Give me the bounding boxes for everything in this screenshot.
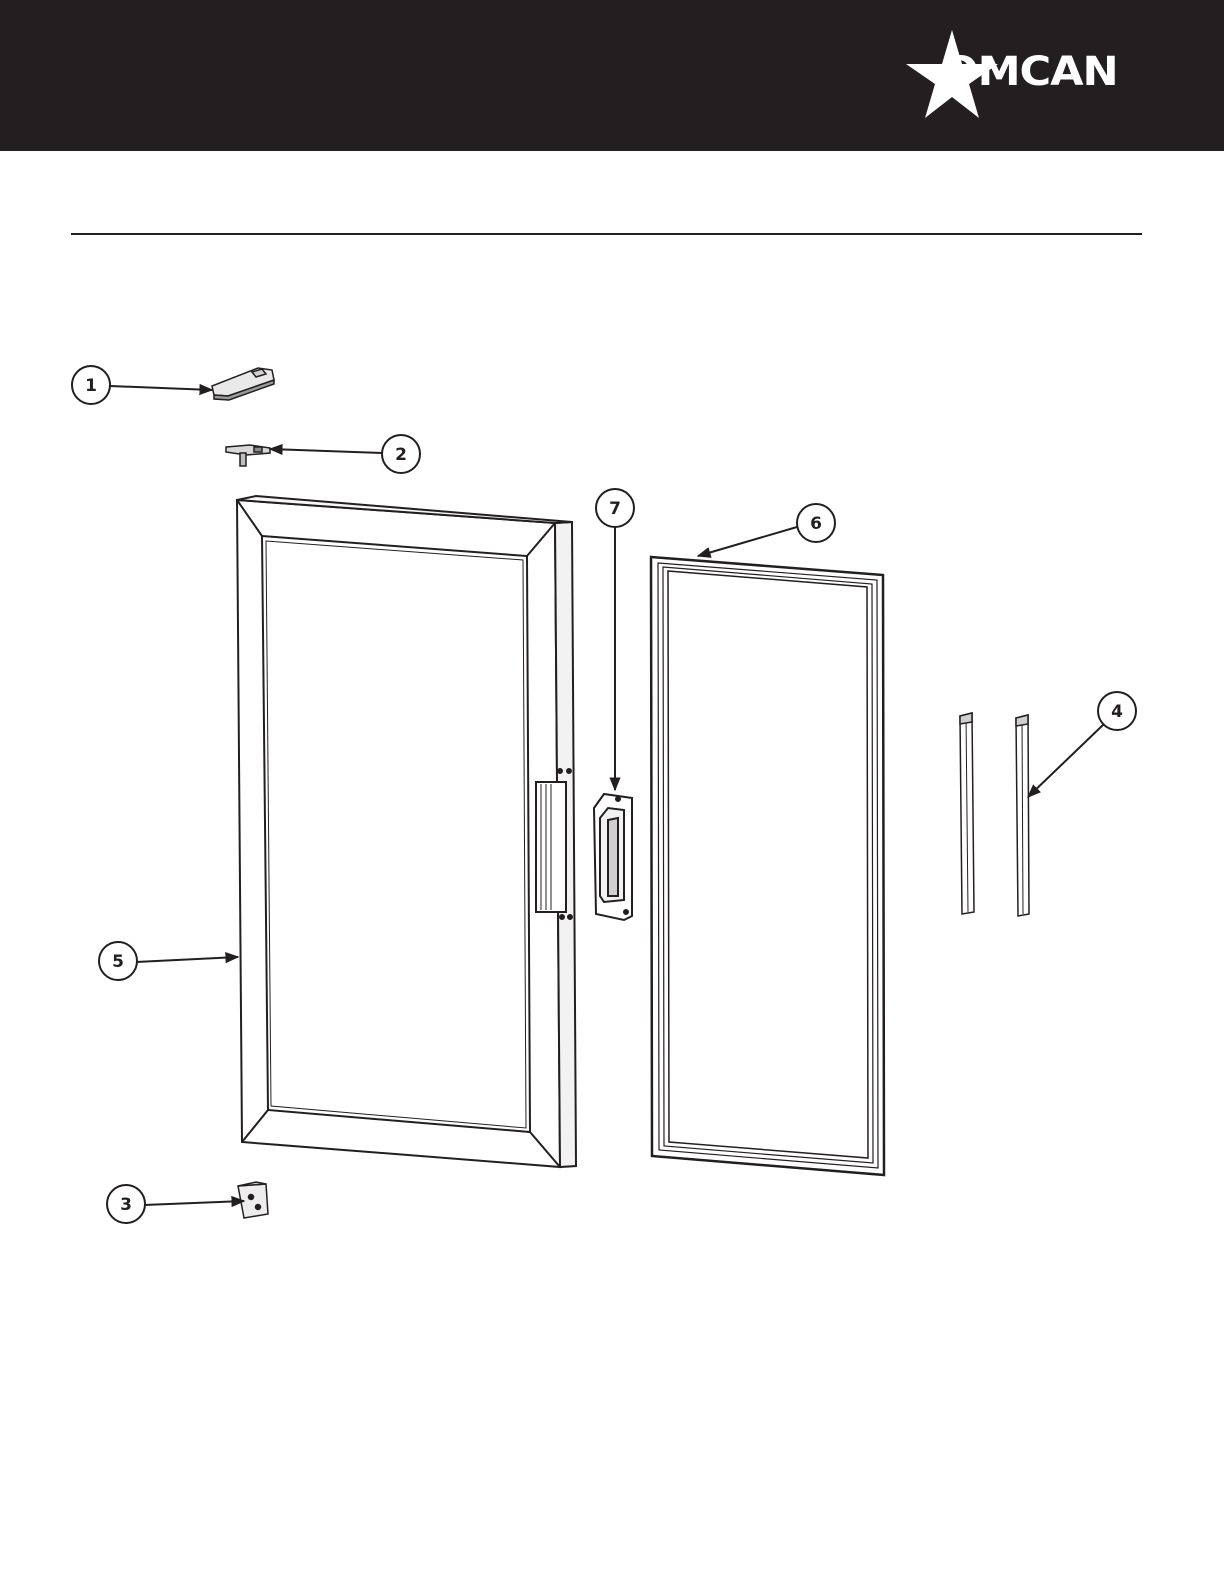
svg-text:2: 2 [395,445,407,465]
leader-1 [110,386,212,390]
part-1-hinge-cover [212,368,274,400]
svg-text:4: 4 [1111,702,1123,722]
part-5-door-frame [237,496,576,1167]
part-7-door-handle [594,794,632,920]
svg-text:3: 3 [120,1195,132,1215]
svg-text:6: 6 [810,514,822,534]
callout-2: 2 [382,435,420,473]
leader-6 [698,527,797,556]
callout-6: 6 [797,504,835,542]
svg-text:7: 7 [609,499,621,519]
part-2-hinge-pin [226,445,270,466]
leader-5 [136,957,238,962]
leader-2 [270,449,383,453]
svg-text:1: 1 [85,376,97,396]
callout-7: 7 [596,489,634,527]
part-4-trim-strips [960,713,1029,916]
leader-4 [1028,724,1104,797]
callout-3: 3 [107,1185,145,1223]
part-6-glass-panel [651,557,884,1175]
svg-text:5: 5 [112,952,124,972]
callout-1: 1 [72,366,110,404]
leader-3 [144,1201,244,1205]
part-3-bottom-hinge [238,1182,268,1218]
callout-5: 5 [99,942,137,980]
callout-4: 4 [1098,692,1136,730]
